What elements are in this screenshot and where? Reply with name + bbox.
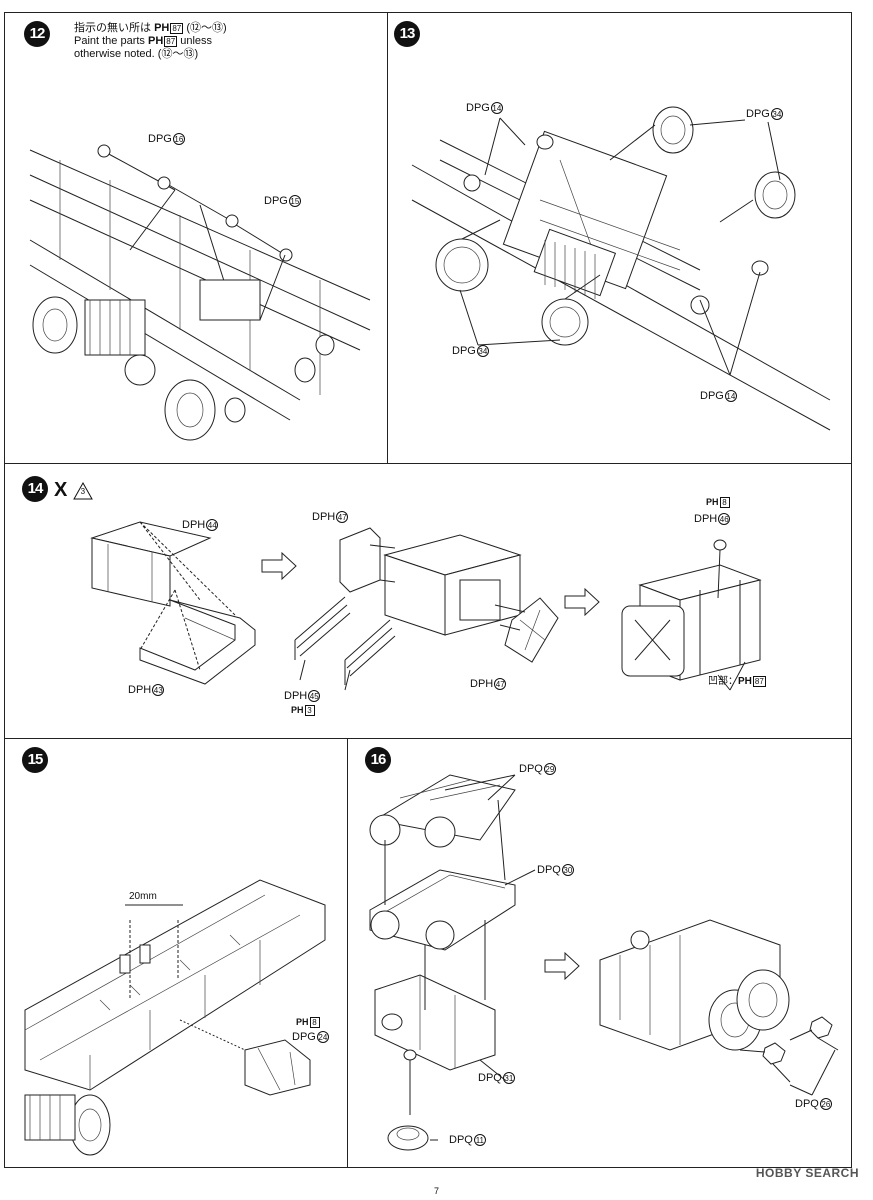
step-number-16: 16 <box>365 747 391 773</box>
step-number-15: 15 <box>22 747 48 773</box>
panel-step-16 <box>347 738 852 1168</box>
step-13-drawing <box>411 106 831 431</box>
step-14-drawing <box>90 521 762 691</box>
triangle-icon: 3 <box>73 481 93 500</box>
step-number-13: 13 <box>394 21 420 47</box>
watermark: HOBBY SEARCH <box>755 1166 859 1180</box>
step-16-drawing <box>369 774 839 1151</box>
dimension-label: 20mm <box>129 891 157 902</box>
page-number: 7 <box>433 1186 439 1196</box>
step-number-14: 14 <box>22 476 48 502</box>
step-12-drawing <box>29 144 371 441</box>
step-number-12: 12 <box>24 21 50 47</box>
step-15-drawing <box>24 879 326 1156</box>
quantity-marker: X 3 <box>54 479 93 501</box>
